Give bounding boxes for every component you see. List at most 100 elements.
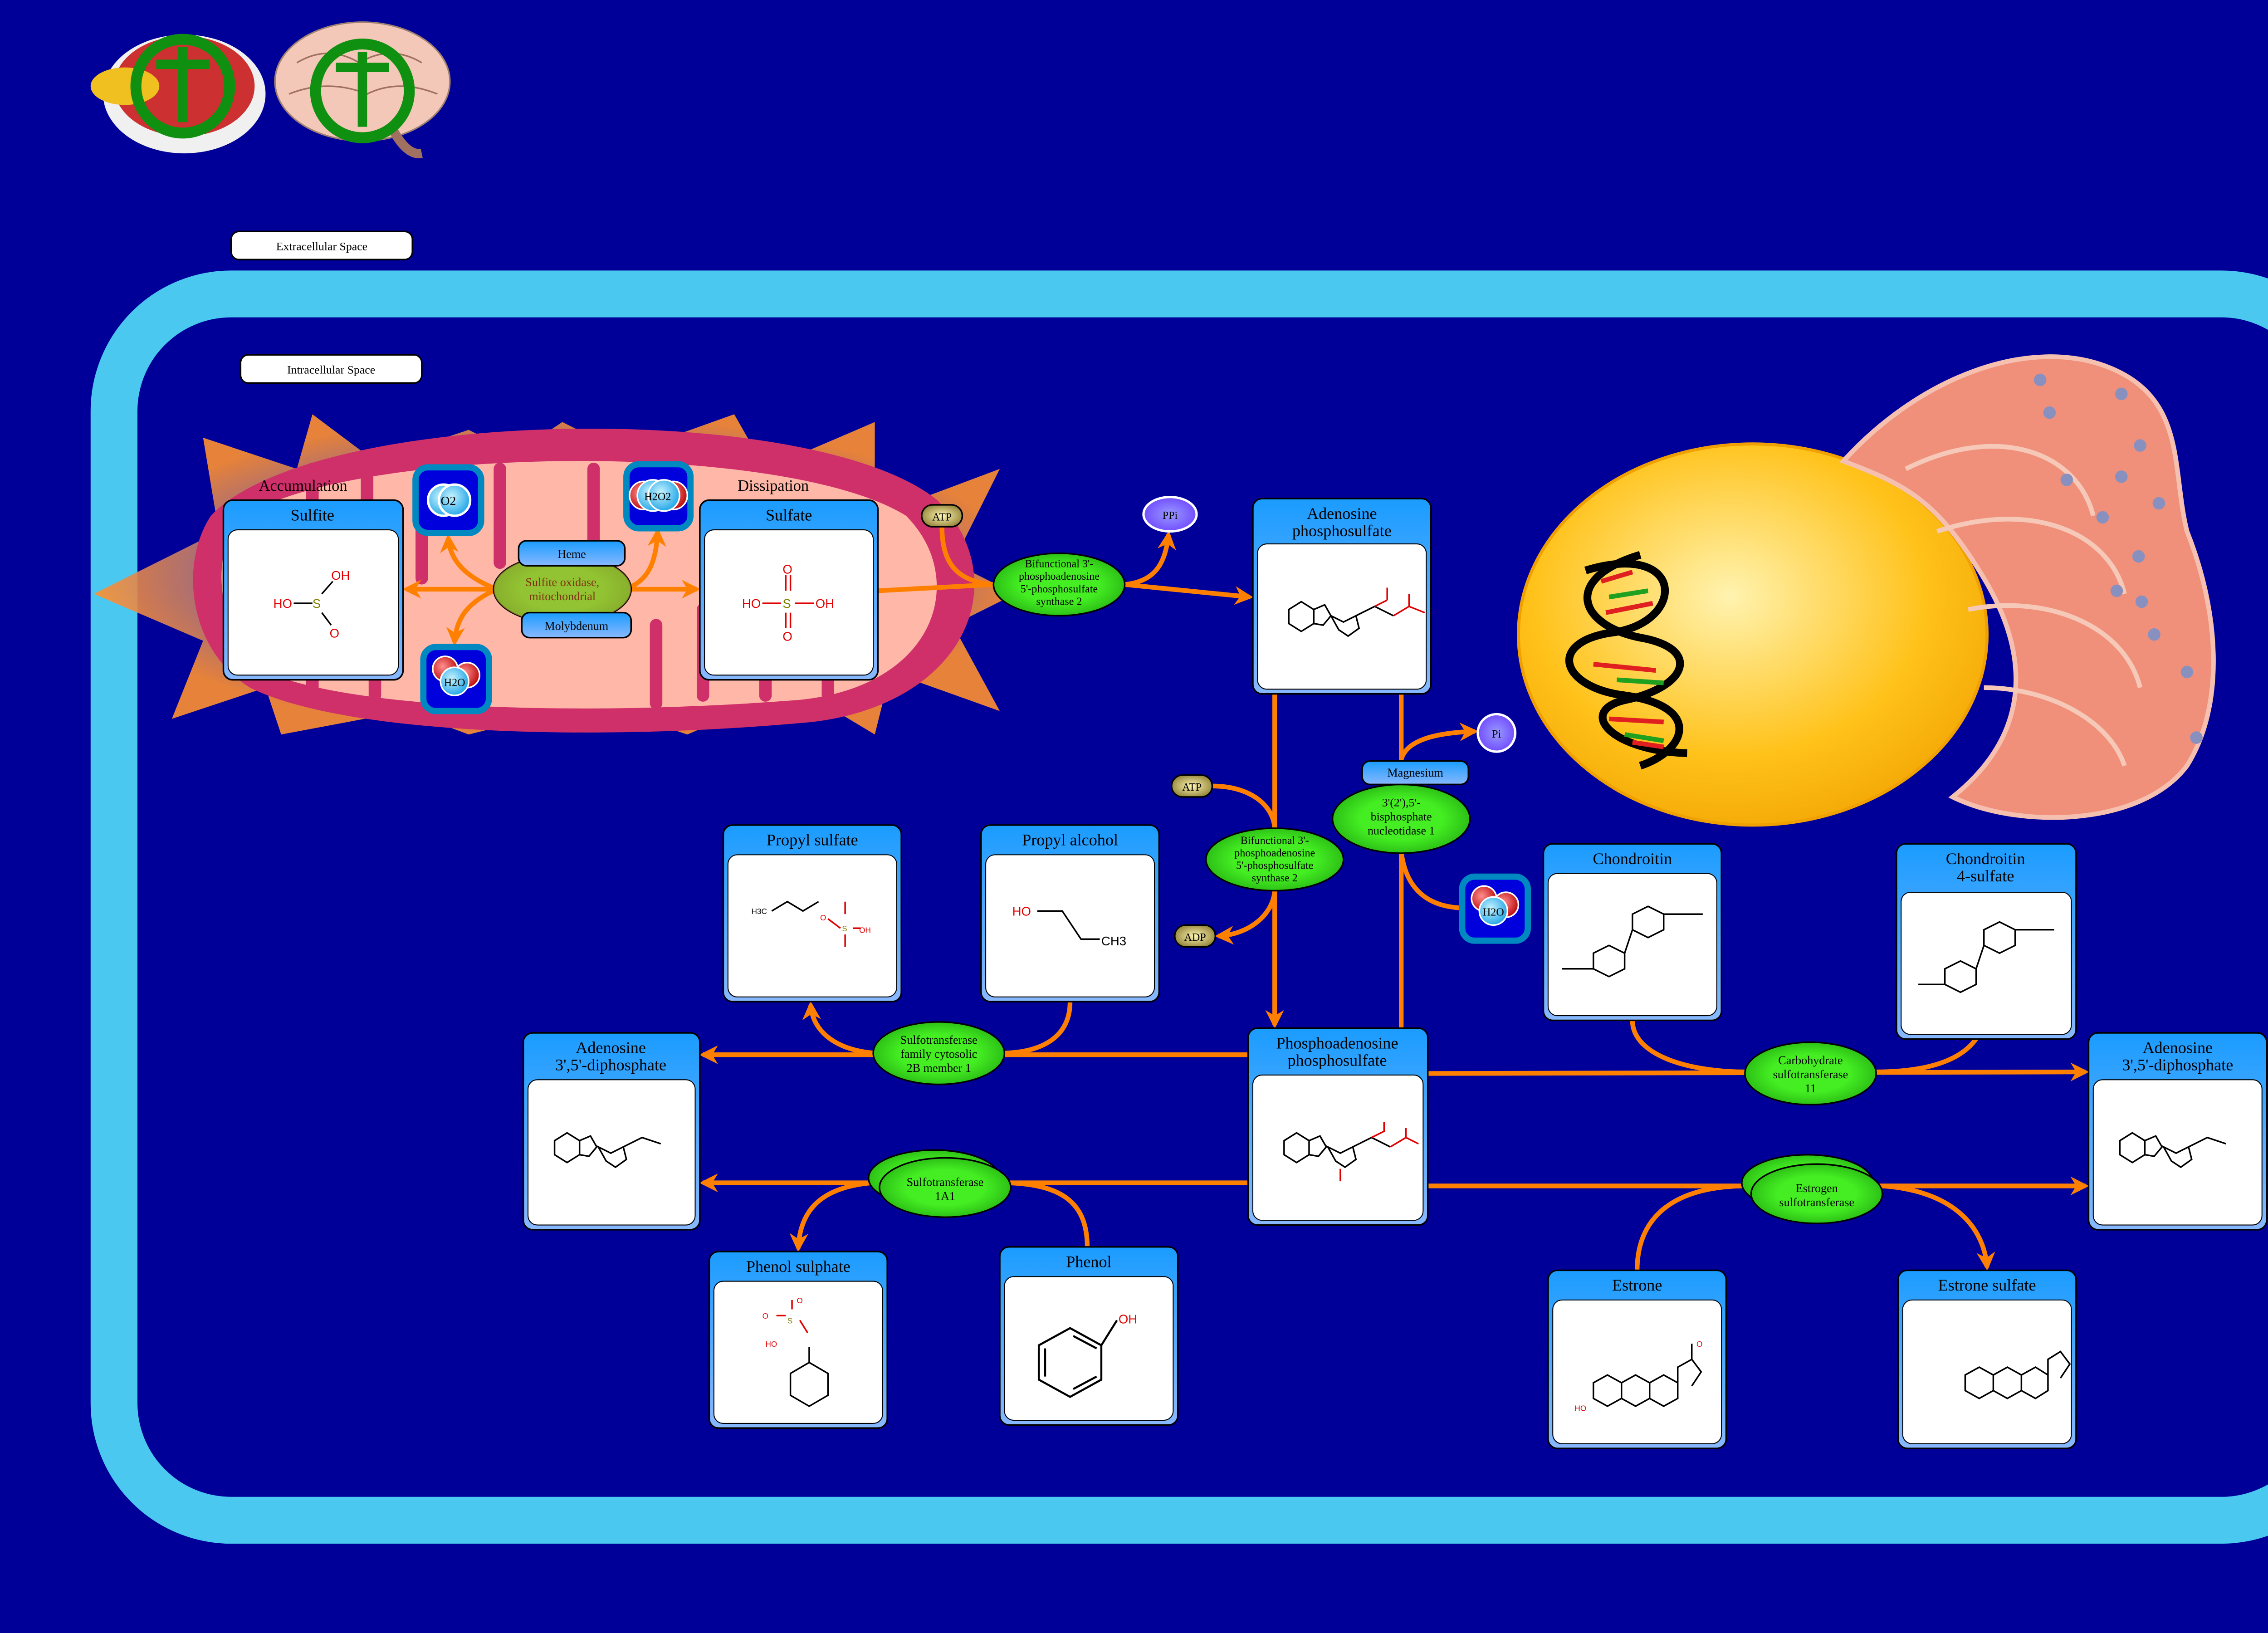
edge-atp-2 [1212,783,1277,829]
ppi[interactable]: PPi [1142,496,1198,533]
svg-text:Magnesium: Magnesium [1387,766,1443,779]
edge-chondroitin [1630,1020,1747,1075]
propyl-sulfate-structure: H3C O S OH [752,900,871,947]
accumulation-label: Accumulation [259,477,347,494]
atp-1-label: ATP [932,511,952,523]
atp-1[interactable]: ATP [921,504,963,528]
atp-2[interactable]: ATP [1171,774,1213,798]
metabolite-propyl-sulfate[interactable]: Propyl sulfate H3C O S OH [722,824,902,1002]
metabolite-estrone-sulfate[interactable]: Estrone sulfate [1897,1269,2077,1449]
edge-estrone-sulfate [1882,1183,1995,1271]
sulfite-structure: OH HO S O [274,568,350,640]
metabolite-sulfate[interactable]: Sulfate O HO S OH O [699,499,879,681]
svg-text:Heme: Heme [557,548,586,561]
h2o-molecule[interactable]: H2O [1459,873,1531,944]
cofactor-magnesium: Magnesium [1361,760,1469,786]
adp[interactable]: ADP [1174,924,1217,948]
metabolite-phenol[interactable]: Phenol OH [999,1246,1179,1426]
svg-text:O: O [782,630,792,644]
edge-pi [1399,722,1479,760]
metabolite-chondroitin[interactable]: Chondroitin [1542,843,1722,1022]
phenol-title: Phenol [1066,1253,1111,1271]
estrone-structure: HO O [1574,1340,1702,1413]
pap-right-structure [2119,1132,2227,1169]
svg-text:O: O [782,562,792,576]
sulfate-structure: O HO S OH O [742,562,834,643]
edge-o2 [440,534,498,592]
extracellular-space-text: Extracellular Space [276,240,367,253]
edge-ppi [1124,531,1176,587]
dna-icon [1565,551,1687,770]
aps-structure [1288,587,1425,637]
estrone-title: Estrone [1612,1276,1662,1294]
edge-h2o [1399,851,1461,910]
svg-text:S: S [313,596,321,611]
pap-left-structure [553,1132,661,1169]
edge-atp-1 [939,527,994,587]
adp-label: ADP [1184,932,1206,944]
enzyme-sulfite-oxidase[interactable]: Sulfite oxidase,mitochondrial Heme Molyb… [493,540,632,639]
svg-text:Molybdenum: Molybdenum [544,619,608,632]
metabolite-sulfite[interactable]: Sulfite OH HO S O [222,499,404,681]
sulfate-title: Sulfate [766,506,812,524]
edge-estrone [1635,1183,1742,1271]
edge-propyl-sulfate [802,1001,875,1056]
propyl-sulfate-title: Propyl sulfate [767,831,858,849]
extracellular-space-label: Extracellular Space [230,230,413,260]
edge-h2o2 [624,528,666,592]
svg-text:HO: HO [766,1340,777,1349]
h2o-mito-molecule[interactable]: H2O [420,644,492,714]
svg-text:O: O [330,626,339,640]
phenol-sulphate-structure: O S O HO [763,1296,829,1408]
paps-structure [1283,1122,1419,1182]
metabolite-phenol-sulphate[interactable]: Phenol sulphate O S O HO [708,1251,888,1429]
cofactor-molybdenum: Molybdenum [521,611,632,639]
svg-text:O: O [797,1296,802,1305]
svg-text:Bifunctional 3'-phosphoadenosi: Bifunctional 3'-phosphoadenosine5'-phosp… [1234,835,1315,884]
ppi-label: PPi [1163,510,1178,522]
svg-text:Sulfite oxidase,mitochondrial: Sulfite oxidase,mitochondrial [525,576,599,603]
phenol-sulphate-title: Phenol sulphate [746,1257,850,1276]
metabolite-propyl-alcohol[interactable]: Propyl alcohol HO CH3 [980,824,1160,1002]
pi-label: Pi [1492,728,1501,740]
eye-icon [90,34,266,154]
estrone-sulfate-title: Estrone sulfate [1938,1276,2036,1294]
endoplasmic-reticulum [1839,354,2216,820]
chondroitin-structure [1562,905,1703,978]
o2-molecule[interactable]: O2 [412,464,484,536]
pi[interactable]: Pi [1476,713,1517,753]
svg-text:CH3: CH3 [1101,934,1126,948]
propyl-alcohol-title: Propyl alcohol [1022,831,1118,849]
edge-phenol [1007,1180,1090,1247]
svg-text:HO: HO [274,596,292,611]
svg-text:OH: OH [331,568,350,582]
svg-text:OH: OH [859,926,871,935]
svg-text:OH: OH [816,596,834,611]
intracellular-space-label: Intracellular Space [240,354,423,384]
svg-text:Bifunctional 3'-phosphoadenosi: Bifunctional 3'-phosphoadenosine5'-phosp… [1019,558,1100,608]
svg-text:HO: HO [742,596,761,611]
svg-text:HO: HO [1012,905,1031,919]
nucleus [1517,442,1989,827]
metabolite-estrone[interactable]: Estrone HO O [1547,1269,1727,1449]
brain-icon [274,21,451,158]
h2o2-molecule[interactable]: H2O2 [623,461,694,532]
